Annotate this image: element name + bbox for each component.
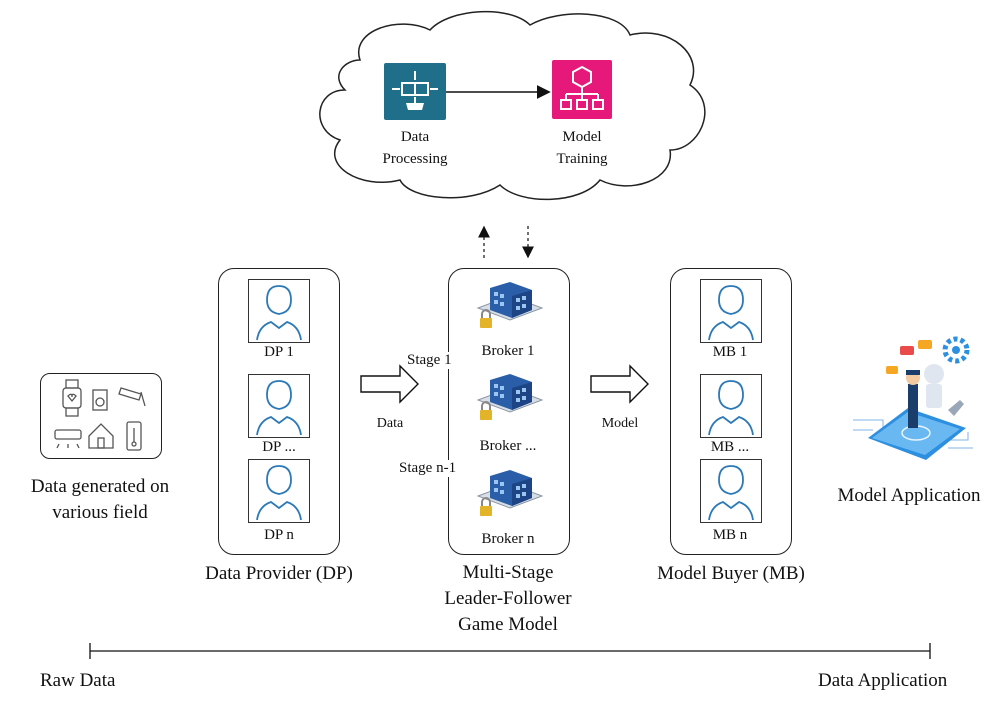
person-icon [256, 380, 302, 436]
model-application-illustration [848, 330, 978, 470]
camera-icon [118, 387, 146, 407]
appliance-icon [92, 389, 108, 411]
model-flow-label: Model [601, 416, 639, 431]
person-icon [256, 465, 302, 521]
model-block-arrow [590, 364, 649, 404]
model-training-label: Model Training [556, 129, 608, 167]
data-sources-box [40, 373, 162, 459]
timeline-right-label: Data Application [818, 670, 948, 691]
air-conditioner-icon [54, 429, 82, 449]
data-processing-icon [384, 63, 446, 120]
dp-1-avatar [248, 279, 310, 343]
data-sources-caption: Data generated on various field [30, 476, 170, 523]
data-processing-label: Data Processing [382, 129, 448, 167]
dp-n-label: DP n [264, 527, 294, 543]
dp-1-label: DP 1 [264, 344, 294, 360]
thermometer-icon [126, 421, 142, 451]
house-icon [88, 423, 114, 449]
model-buyer-caption: Model Buyer (MB) [657, 563, 805, 584]
broker-1-icon [470, 278, 550, 334]
mb-1-avatar [700, 279, 762, 343]
broker-n-label: Broker n [481, 531, 535, 547]
dp-mid-avatar [248, 374, 310, 438]
mb-n-label: MB n [712, 527, 748, 543]
mb-1-label: MB 1 [712, 344, 748, 360]
data-flow-label: Data [376, 416, 404, 431]
mb-mid-label: MB ... [710, 439, 750, 455]
model-training-icon [552, 60, 612, 119]
dp-mid-label: DP ... [262, 439, 296, 455]
model-application-caption: Model Application [837, 485, 981, 506]
gear-icon [942, 336, 970, 364]
stage-n1-label: Stage n-1 [398, 460, 458, 477]
timeline-left-label: Raw Data [40, 670, 116, 691]
broker-n-icon [470, 466, 550, 522]
dp-n-avatar [248, 459, 310, 523]
data-block-arrow [360, 364, 419, 404]
data-provider-caption: Data Provider (DP) [205, 563, 353, 584]
person-icon [708, 465, 754, 521]
cloud-shape [319, 10, 706, 201]
broker-mid-label: Broker ... [479, 438, 537, 454]
broker-caption: Multi-Stage Leader-Follower Game Model [444, 562, 572, 635]
person-icon [708, 380, 754, 436]
stage-1-label: Stage 1 [406, 352, 453, 369]
broker-mid-icon [470, 370, 550, 426]
person-icon [256, 285, 302, 341]
broker-1-label: Broker 1 [481, 343, 535, 359]
mb-n-avatar [700, 459, 762, 523]
smartwatch-icon [62, 379, 82, 417]
mb-mid-avatar [700, 374, 762, 438]
person-icon [708, 285, 754, 341]
